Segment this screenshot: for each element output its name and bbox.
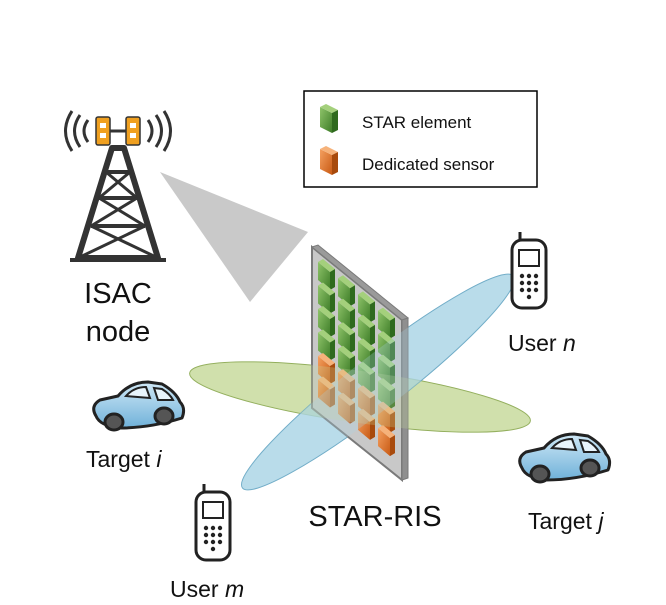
ris-star-element <box>378 331 395 363</box>
user-m-label: User m <box>170 576 244 602</box>
target-j-label-var: j <box>595 508 604 534</box>
ris-star-element <box>378 307 395 339</box>
ris-star-element <box>358 314 375 346</box>
ris-star-element <box>338 275 355 307</box>
isac-node-label-line1: ISAC <box>84 278 152 310</box>
legend: STAR element Dedicated sensor <box>303 90 538 188</box>
isac-tower-icon <box>64 110 172 262</box>
legend-star-element-label: STAR element <box>362 113 472 132</box>
ris-dedicated-sensor <box>378 401 395 433</box>
legend-star-element-icon <box>320 104 338 133</box>
ris-star-element <box>318 329 335 361</box>
beam-blue-front <box>241 274 515 490</box>
ris-dedicated-sensor <box>338 369 355 401</box>
legend-dedicated-sensor-label: Dedicated sensor <box>362 155 495 174</box>
target-j-car-icon <box>518 432 612 484</box>
ris-star-element <box>318 282 335 314</box>
ris-star-element <box>358 338 375 370</box>
ris-star-element <box>358 291 375 323</box>
user-n-label: User n <box>508 330 576 356</box>
ris-dedicated-sensor <box>318 376 335 408</box>
user-m-phone-icon <box>194 484 232 562</box>
beam-green-front <box>189 361 531 433</box>
user-n-label-var: n <box>563 330 576 356</box>
ris-dedicated-sensor <box>318 353 335 384</box>
ris-star-element <box>378 378 395 410</box>
ris-star-element <box>358 361 375 393</box>
target-i-car-icon <box>92 380 186 432</box>
ris-star-element <box>338 345 355 377</box>
user-n-label-prefix: User <box>508 330 563 356</box>
legend-dedicated-sensor-icon <box>320 146 338 175</box>
isac-beam <box>160 172 308 302</box>
ris-dedicated-sensor <box>358 408 375 440</box>
isac-node-label-line2: node <box>86 316 151 348</box>
ris-star-element <box>318 306 335 337</box>
user-m-label-prefix: User <box>170 576 225 602</box>
target-i-label: Target i <box>86 446 162 472</box>
ris-star-element <box>318 259 335 290</box>
user-m-label-var: m <box>225 576 244 602</box>
ris-dedicated-sensor <box>338 392 355 424</box>
ris-element-grid <box>318 259 395 457</box>
target-j-label-prefix: Target <box>528 508 598 534</box>
ris-star-element <box>378 354 395 386</box>
ris-star-element <box>338 298 355 330</box>
ris-star-element <box>338 322 355 354</box>
star-ris-label: STAR-RIS <box>308 501 441 533</box>
target-j-label: Target j <box>528 508 604 534</box>
target-i-label-var: i <box>156 446 162 472</box>
target-i-label-prefix: Target <box>86 446 156 472</box>
ris-dedicated-sensor <box>378 425 395 457</box>
user-n-phone-icon <box>510 232 548 310</box>
ris-dedicated-sensor <box>358 385 375 417</box>
